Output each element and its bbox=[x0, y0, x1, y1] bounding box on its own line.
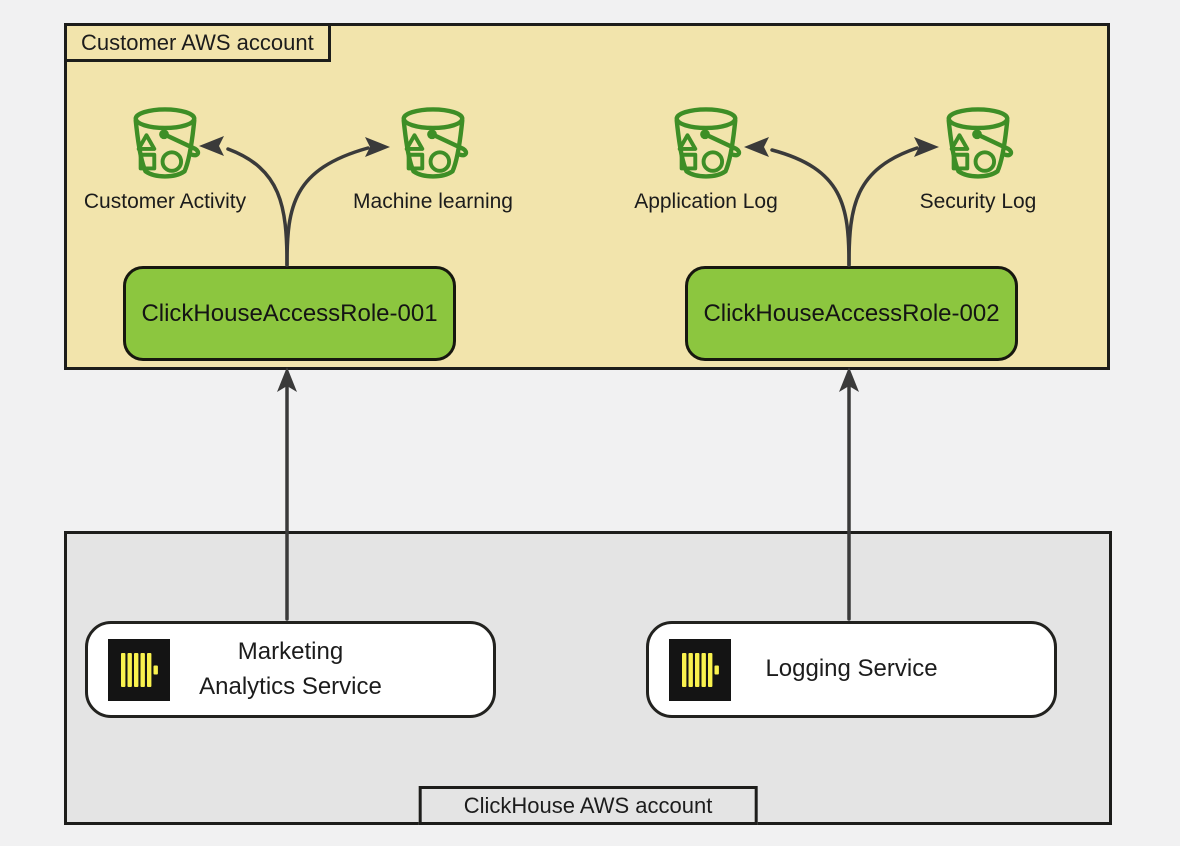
clickhouse-account-label-text: ClickHouse AWS account bbox=[463, 793, 713, 818]
bucket-machine-learning: Machine learning bbox=[338, 106, 528, 214]
clickhouse-account-label: ClickHouse AWS account bbox=[418, 786, 758, 825]
arrowhead-up bbox=[277, 367, 297, 392]
customer-account-label-text: Customer AWS account bbox=[81, 30, 314, 55]
customer-account-label: Customer AWS account bbox=[64, 23, 331, 62]
s3-bucket-icon bbox=[674, 107, 742, 179]
bucket-label: Customer Activity bbox=[83, 190, 247, 213]
customer-aws-account-box: Customer AWS account Customer Activity bbox=[64, 23, 1110, 370]
s3-bucket-icon bbox=[401, 107, 469, 179]
bucket-application-log: Application Log bbox=[611, 106, 801, 214]
bucket-label: Application Log bbox=[634, 190, 778, 213]
clickhouse-aws-account-box: Marketing Analytics Service Logging Serv… bbox=[64, 531, 1112, 825]
s3-bucket-icon bbox=[946, 107, 1014, 179]
service-label: Marketing Analytics Service bbox=[199, 638, 382, 700]
clickhouse-logo-icon bbox=[108, 638, 170, 701]
service-marketing-analytics: Marketing Analytics Service bbox=[85, 621, 496, 718]
s3-bucket-icon bbox=[133, 107, 201, 179]
role-clickhouse-access-role-001: ClickHouseAccessRole-001 bbox=[123, 266, 456, 361]
service-logging: Logging Service bbox=[646, 621, 1057, 718]
role-label: ClickHouseAccessRole-002 bbox=[703, 299, 1000, 327]
bucket-security-log: Security Log bbox=[883, 106, 1073, 214]
arrowhead-up bbox=[839, 367, 859, 392]
role-label: ClickHouseAccessRole-001 bbox=[141, 299, 438, 327]
bucket-label: Machine learning bbox=[353, 190, 513, 213]
bucket-customer-activity: Customer Activity bbox=[70, 106, 260, 214]
clickhouse-logo-icon bbox=[669, 638, 731, 701]
service-label: Logging Service bbox=[765, 655, 938, 683]
role-clickhouse-access-role-002: ClickHouseAccessRole-002 bbox=[685, 266, 1018, 361]
bucket-label: Security Log bbox=[919, 190, 1037, 213]
